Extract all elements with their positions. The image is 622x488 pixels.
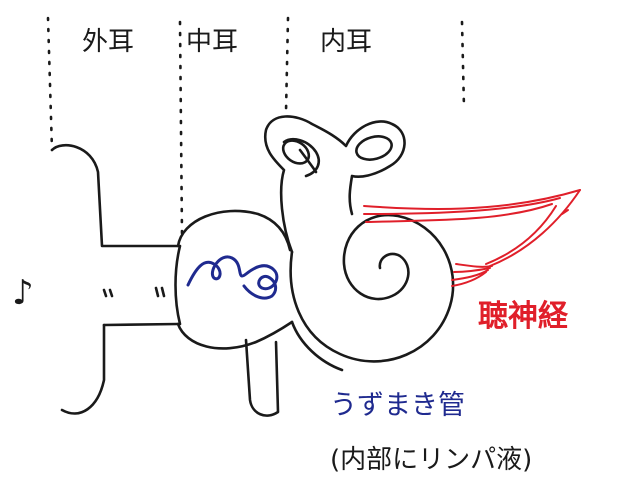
region-dividers bbox=[46, 16, 466, 237]
divider-line-left bbox=[46, 16, 54, 152]
semicircular-canals bbox=[263, 115, 406, 254]
divider-line-middle-inner bbox=[284, 16, 290, 114]
label-inner-ear: 内耳 bbox=[320, 27, 372, 57]
label-cochlea: うずまき管 bbox=[330, 390, 465, 421]
outer-ear bbox=[50, 143, 180, 415]
divider-line-right bbox=[460, 20, 466, 110]
middle-ear bbox=[174, 209, 294, 417]
label-lymph-note: (内部にリンパ液) bbox=[330, 445, 532, 475]
divider-line-outer-middle bbox=[178, 20, 184, 237]
label-outer-ear: 外耳 bbox=[82, 27, 134, 57]
auditory-nerve bbox=[363, 189, 581, 287]
cochlea-spiral bbox=[289, 213, 455, 363]
inner-ear bbox=[263, 115, 455, 372]
ossicles bbox=[186, 255, 279, 300]
label-middle-ear: 中耳 bbox=[186, 27, 238, 57]
music-note-icon: ♪ bbox=[12, 273, 34, 313]
label-auditory-nerve: 聴神経 bbox=[478, 299, 569, 334]
